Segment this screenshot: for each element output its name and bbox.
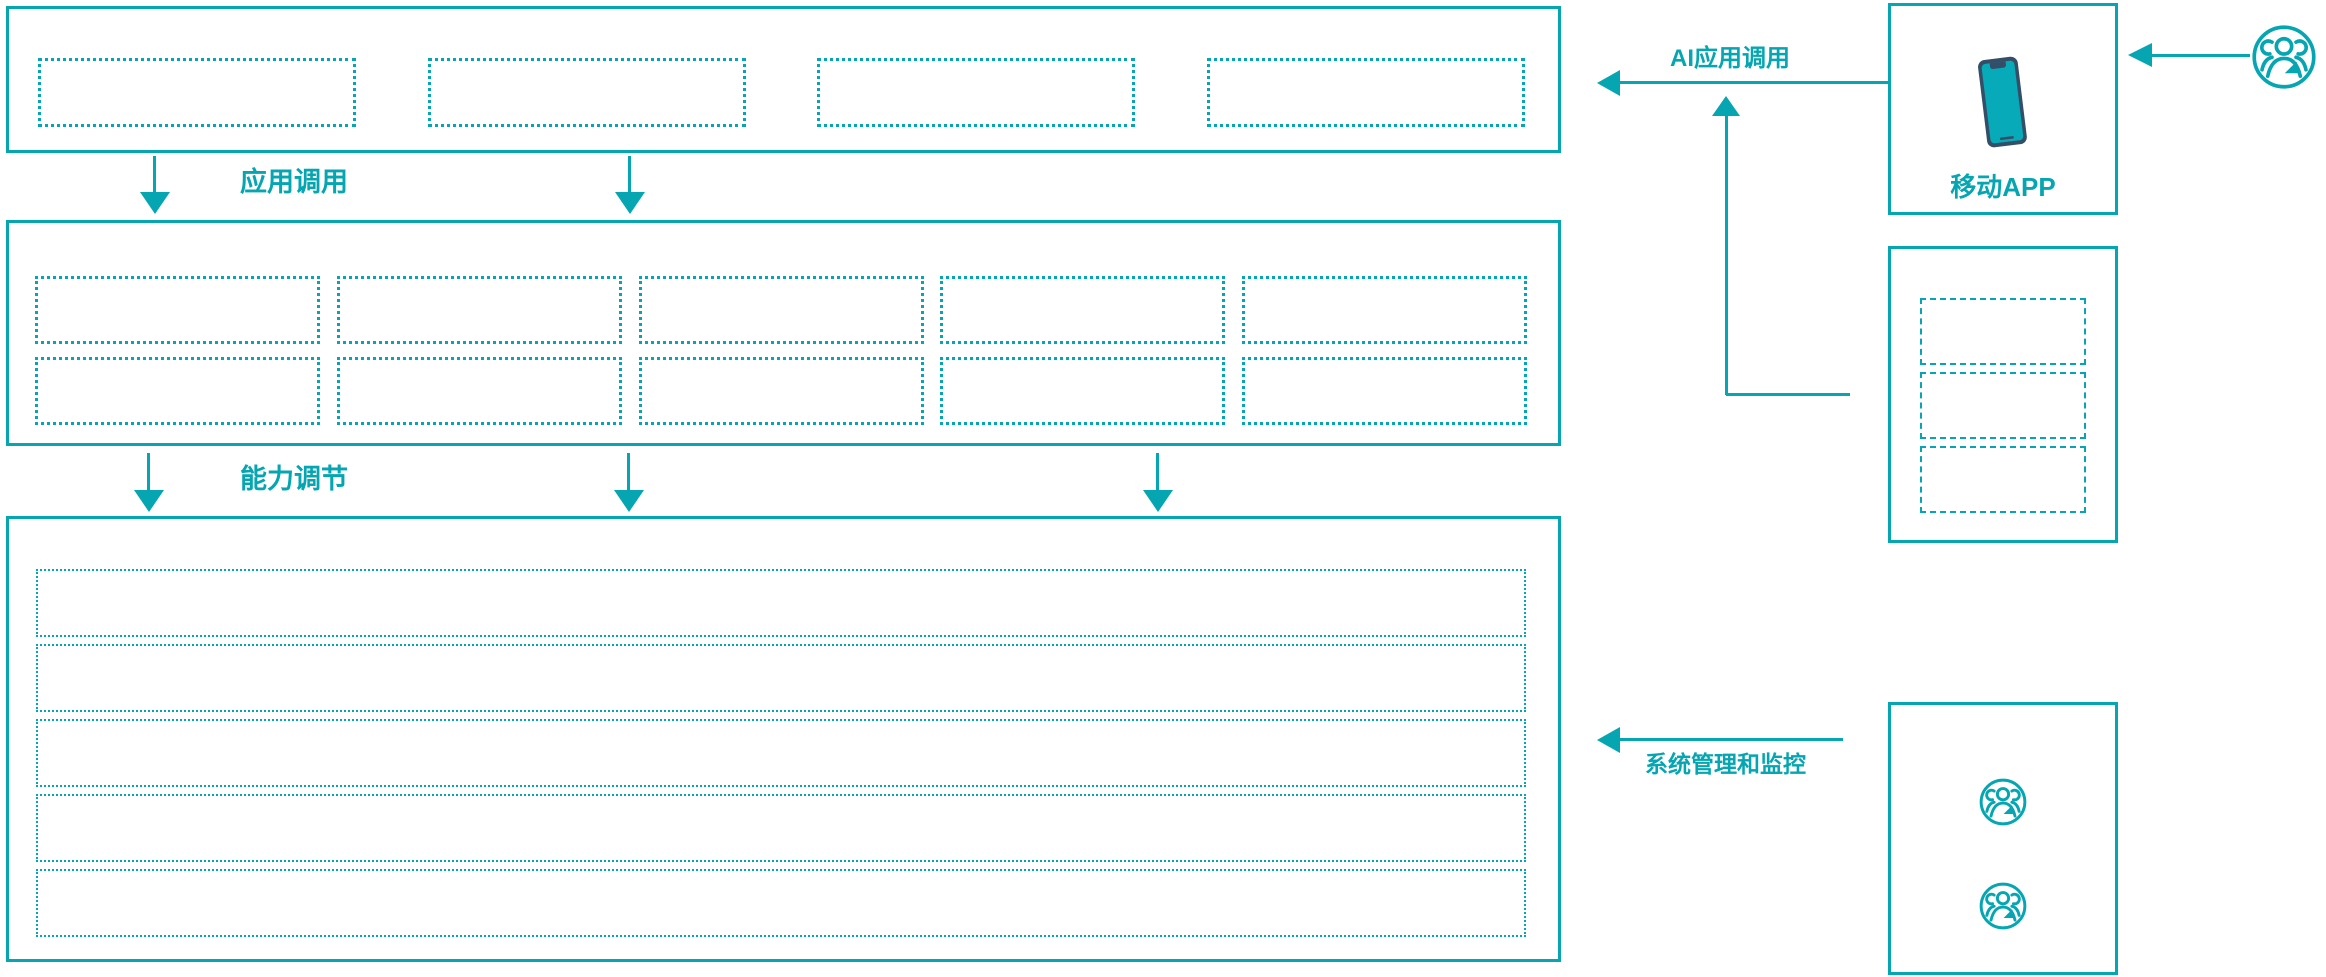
capability-arrowhead-3 <box>1143 490 1173 512</box>
admin-user-icons <box>1891 777 2115 936</box>
top-layer-box <box>6 6 1561 153</box>
placeholder-box <box>638 276 924 344</box>
user-group-icon <box>2250 23 2318 96</box>
smartphone-icon <box>1965 52 2041 160</box>
capability-arrowhead-1 <box>134 490 164 512</box>
right-api-placeholders <box>1920 298 2086 513</box>
app-call-arrowhead-1 <box>140 192 170 214</box>
placeholder-box <box>1920 372 2086 439</box>
placeholder-row <box>36 644 1526 712</box>
mobile-app-box: 移动APP <box>1888 3 2118 215</box>
placeholder-box <box>1206 58 1525 127</box>
placeholder-box <box>1920 446 2086 513</box>
api-connector-arrowhead <box>1712 96 1740 116</box>
capability-adjust-label: 能力调节 <box>240 464 348 494</box>
placeholder-row <box>36 569 1526 637</box>
placeholder-box <box>940 357 1226 425</box>
right-api-box <box>1888 246 2118 543</box>
placeholder-box <box>427 58 746 127</box>
user-arrowhead <box>2128 43 2152 67</box>
placeholder-box <box>336 357 622 425</box>
api-connector-vertical-line <box>1725 114 1728 395</box>
bottom-layer-rows <box>36 569 1526 937</box>
system-management-label: 系统管理和监控 <box>1645 751 1806 777</box>
app-call-arrow-line-1 <box>153 156 156 196</box>
ai-app-call-arrow-line <box>1620 81 1888 84</box>
top-layer-placeholders <box>38 58 1525 127</box>
capability-arrow-line-2 <box>627 453 630 493</box>
user-group-icon <box>1978 881 2028 936</box>
user-arrow-line <box>2152 54 2250 57</box>
capability-arrow-line-1 <box>147 453 150 493</box>
placeholder-box <box>1920 298 2086 365</box>
placeholder-box <box>1242 357 1527 425</box>
app-call-arrow-line-2 <box>628 156 631 196</box>
bottom-layer-box <box>6 516 1561 962</box>
ai-app-call-arrowhead <box>1597 70 1620 96</box>
placeholder-box <box>817 58 1136 127</box>
capability-arrowhead-2 <box>614 490 644 512</box>
api-connector-horizontal-line <box>1726 393 1850 396</box>
placeholder-box <box>35 276 320 344</box>
system-management-arrow-line <box>1620 738 1843 741</box>
middle-layer-box <box>6 220 1561 446</box>
placeholder-box <box>35 357 320 425</box>
user-group-icon <box>1978 777 2028 832</box>
system-management-arrowhead <box>1597 727 1620 753</box>
placeholder-box <box>940 276 1226 344</box>
admin-users-box <box>1888 702 2118 975</box>
placeholder-row <box>36 719 1526 787</box>
placeholder-box <box>638 357 924 425</box>
ai-app-call-label: AI应用调用 <box>1670 45 1790 72</box>
placeholder-row <box>36 869 1526 937</box>
capability-arrow-line-3 <box>1156 453 1159 493</box>
placeholder-box <box>38 58 356 127</box>
placeholder-box <box>336 276 622 344</box>
app-call-label: 应用调用 <box>240 167 348 197</box>
app-call-arrowhead-2 <box>615 192 645 214</box>
placeholder-row <box>36 794 1526 862</box>
middle-layer-placeholders <box>35 276 1527 425</box>
placeholder-box <box>1242 276 1527 344</box>
mobile-app-label: 移动APP <box>1950 172 2056 202</box>
